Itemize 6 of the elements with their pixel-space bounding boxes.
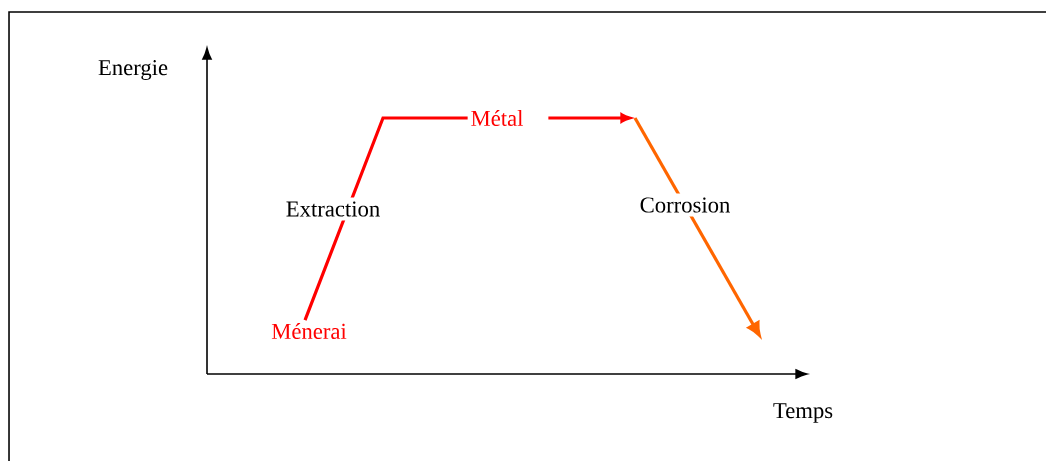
node-label: Ménerai [271, 323, 347, 339]
connector-line [303, 116, 468, 321]
edge-label: Extraction [281, 197, 385, 221]
node-label: Métal [471, 110, 523, 126]
axis-label: Energie [98, 60, 168, 80]
axis-label: Temps [773, 403, 833, 423]
